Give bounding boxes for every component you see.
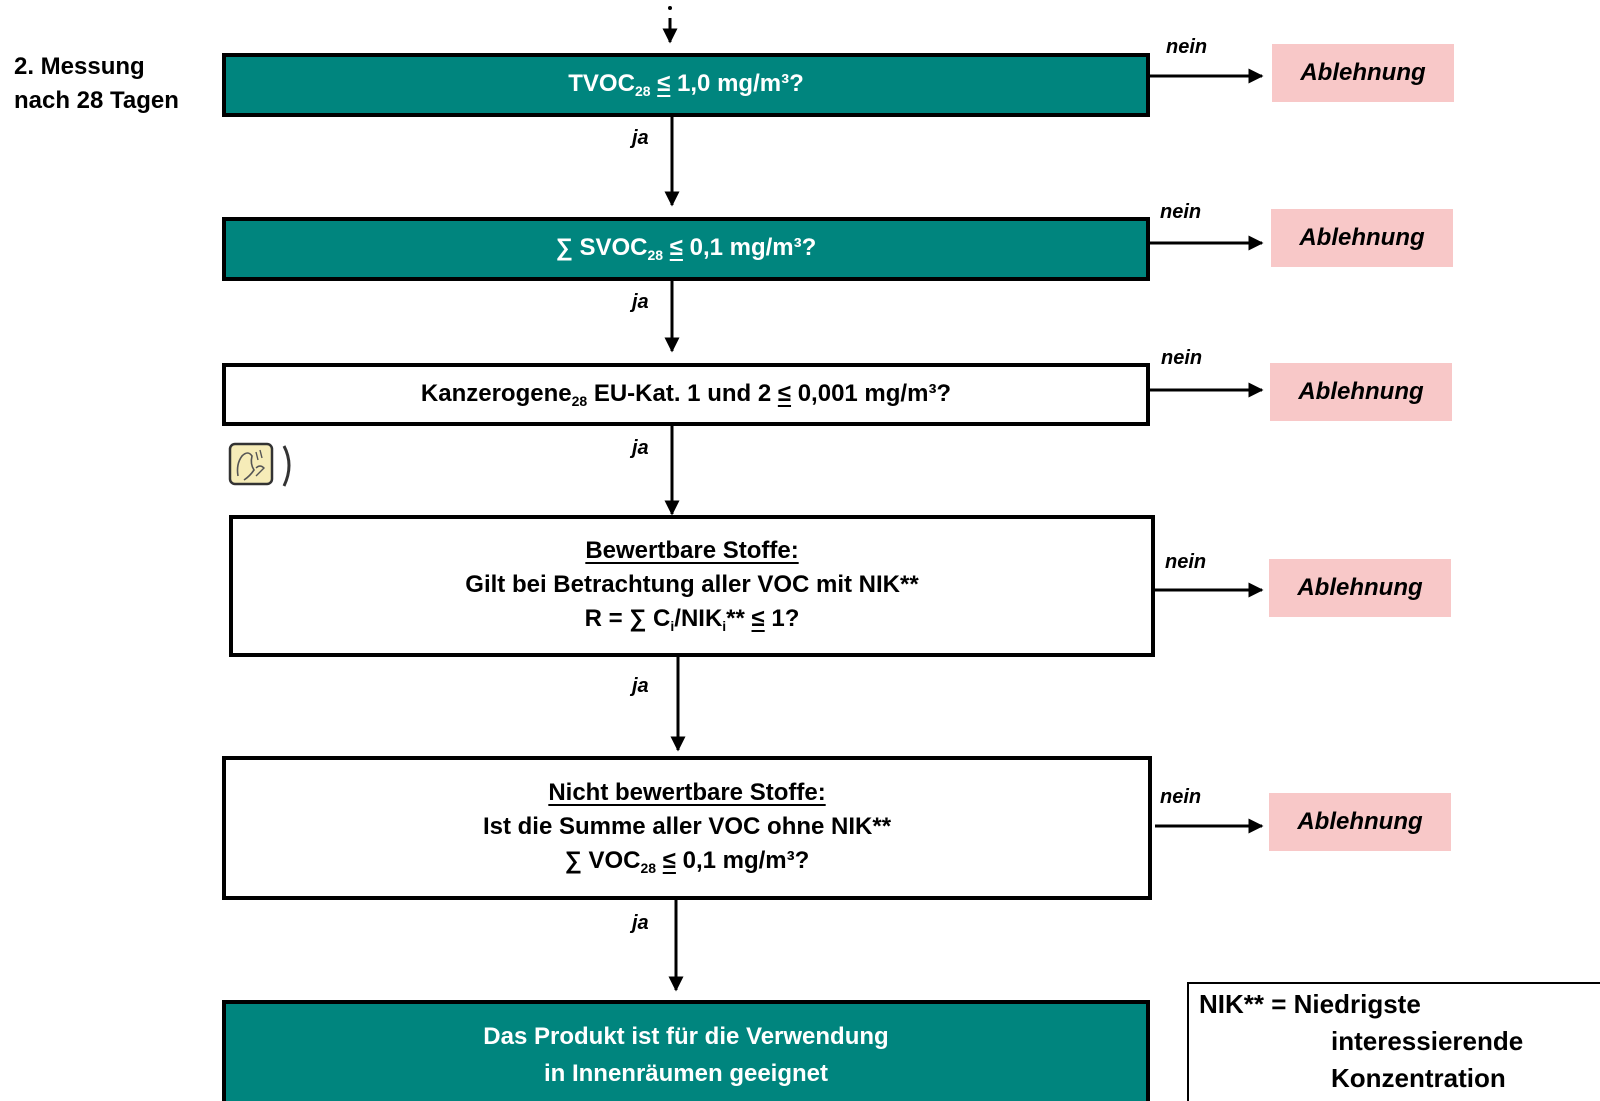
decision-carcinogens-post: 0,001 mg/m³?: [797, 379, 952, 407]
result-line2: in Innenräumen geeignet: [543, 1060, 829, 1087]
reject-box-2: Ablehnung: [1271, 209, 1453, 267]
yes-label-3: ja: [632, 437, 649, 459]
reject-box-3: Ablehnung: [1270, 363, 1452, 421]
decision-assessable: Bewertbare Stoffe: Gilt bei Betrachtung …: [229, 515, 1155, 657]
decision-assessable-heading: Bewertbare Stoffe:: [585, 537, 799, 564]
no-label-1: nein: [1166, 36, 1208, 58]
no-label-2: nein: [1160, 201, 1202, 223]
decision-tvoc-post: 1,0 mg/m³?: [677, 70, 804, 97]
result-line1: Das Produkt ist für die Verwendung: [483, 1023, 889, 1050]
le-symbol: ≤: [777, 379, 792, 407]
formula-end: 1?: [771, 605, 800, 632]
decision-carcinogens-sub: 28: [571, 392, 588, 409]
decision-assessable-line2: Gilt bei Betrachtung aller VOC mit NIK**: [465, 571, 919, 598]
reject-box-4: Ablehnung: [1269, 559, 1451, 617]
decision-tvoc-sub: 28: [634, 83, 651, 99]
legend-box: NIK** = Niedrigste interessierende Konze…: [1187, 982, 1600, 1101]
reject-box-5: Ablehnung: [1269, 793, 1451, 851]
decision-tvoc-pre: TVOC: [568, 70, 635, 97]
face-smell-icon: [228, 442, 291, 487]
le-symbol: ≤: [657, 70, 671, 97]
sum-voc-sub: 28: [640, 860, 657, 876]
no-label-4: nein: [1165, 551, 1207, 573]
result-box: Das Produkt ist für die Verwendung in In…: [222, 1000, 1150, 1101]
formula-post: **: [726, 605, 752, 632]
le-symbol: ≤: [662, 847, 676, 874]
legend-line3: Konzentration: [1331, 1063, 1506, 1093]
reject-box-1: Ablehnung: [1272, 44, 1454, 102]
yes-label-5: ja: [632, 912, 649, 934]
decision-non-assessable-heading: Nicht bewertbare Stoffe:: [548, 779, 826, 806]
sum-voc-end: 0,1 mg/m³?: [682, 847, 810, 874]
decision-carcinogens-pre: Kanzerogene: [420, 379, 572, 407]
step-label-line1: 2. Messung: [14, 53, 145, 80]
le-symbol: ≤: [751, 605, 765, 632]
le-symbol: ≤: [669, 234, 683, 261]
incoming-dot: [668, 6, 672, 10]
no-label-3: nein: [1161, 347, 1203, 369]
decision-non-assessable-line2: Ist die Summe aller VOC ohne NIK**: [482, 813, 892, 840]
no-label-5: nein: [1160, 786, 1202, 808]
decision-svoc-pre: ∑ SVOC: [555, 234, 648, 261]
sum-voc-pre: ∑ VOC: [564, 847, 641, 874]
formula-mid: /NIK: [674, 605, 723, 632]
formula-pre: R = ∑ C: [584, 605, 671, 632]
decision-svoc-post: 0,1 mg/m³?: [689, 234, 817, 261]
formula-sub2: i: [722, 618, 727, 634]
yes-label-2: ja: [632, 291, 649, 313]
legend-line2: interessierende: [1331, 1026, 1524, 1056]
step-label-line2: nach 28 Tagen: [14, 87, 179, 114]
decision-non-assessable: Nicht bewertbare Stoffe: Ist die Summe a…: [222, 756, 1152, 900]
decision-svoc-sub: 28: [647, 247, 664, 263]
legend-line1: NIK** = Niedrigste: [1199, 989, 1421, 1019]
step-label: 2. Messung nach 28 Tagen: [14, 50, 179, 118]
yes-label-4: ja: [632, 675, 649, 697]
formula-sub1: i: [670, 618, 675, 634]
decision-carcinogens-mid: EU-Kat. 1 und 2: [587, 379, 778, 407]
yes-label-1: ja: [632, 127, 649, 149]
